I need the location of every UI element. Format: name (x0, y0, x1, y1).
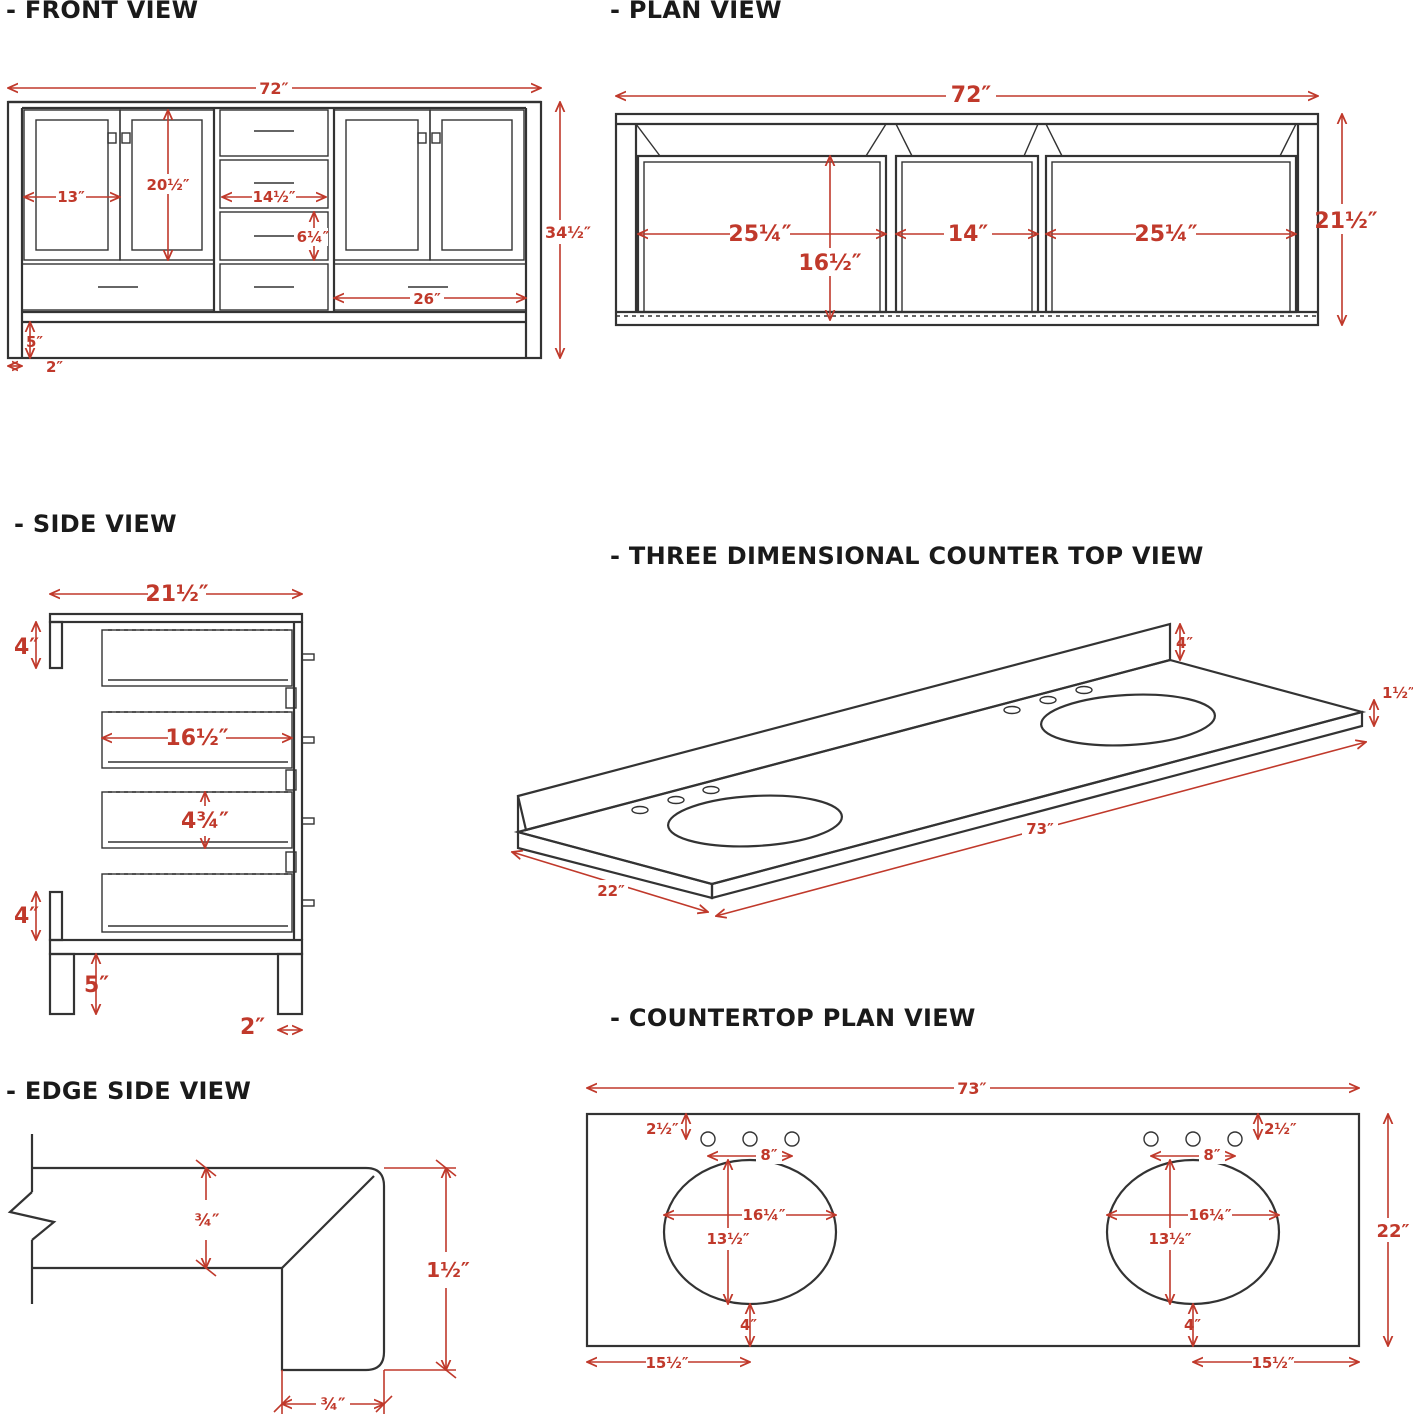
edge-top-label: ¾″ (194, 1211, 220, 1231)
side-leg-height-label: 5″ (84, 973, 109, 998)
front-width-label: 72″ (259, 79, 288, 98)
front-view-title: - FRONT VIEW (6, 0, 199, 24)
plan-left-bay-label: 25¼″ (728, 222, 791, 247)
edge-thickness-label: 1½″ (426, 1258, 470, 1282)
plan-width-label: 72″ (951, 83, 992, 108)
three-d-length-label: 73″ (1026, 820, 1054, 838)
front-drawer-height-label: 6¼″ (297, 228, 330, 246)
edge-side-drawing (7, 1134, 386, 1372)
three-d-countertop-drawing (513, 622, 1367, 900)
side-drawer-height-label: 4¾″ (181, 809, 229, 834)
ct-side-offset-right-label: 15½″ (1251, 1354, 1294, 1372)
ct-front-gap-left-label: 4″ (740, 1316, 757, 1334)
side-view-dimensions: 21½″ 4″ 4″ 16½″ 4¾″ 5″ 2″ (14, 578, 302, 1040)
plan-depth-label: 21½″ (1314, 209, 1377, 234)
plan-view-title: - PLAN VIEW (610, 0, 782, 24)
countertop-plan-view-title: - COUNTERTOP PLAN VIEW (610, 1004, 976, 1032)
edge-bottom-label: ¾″ (320, 1395, 346, 1415)
front-view-drawing (6, 100, 543, 360)
countertop-plan-dimensions: 73″ 22″ 2½″ 2½″ 8″ 8″ 16¼″ 16¼″ 13½″ 13½… (587, 1078, 1412, 1374)
ct-sink-width-left-label: 16¼″ (742, 1206, 785, 1224)
edge-side-view-title: - EDGE SIDE VIEW (6, 1077, 252, 1105)
three-d-edge-label: 1½″ (1382, 684, 1413, 702)
side-drawer-depth-label: 16½″ (165, 726, 228, 751)
ct-hole-offset-right-label: 2½″ (1264, 1120, 1297, 1138)
ct-sink-depth-left-label: 13½″ (706, 1230, 749, 1248)
front-height-label: 34½″ (545, 223, 591, 242)
plan-view-drawing (614, 112, 1320, 327)
ct-hole-spacing-right-label: 8″ (1203, 1146, 1220, 1164)
front-drawer-width-label: 14½″ (252, 188, 295, 206)
plan-view-dimensions: 72″ 21½″ 25¼″ 14″ 25¼″ 16½″ (616, 82, 1378, 325)
front-leg-width-label: 2″ (46, 358, 63, 376)
front-bottom-drawer-label: 26″ (413, 290, 441, 308)
ct-hole-offset-left-label: 2½″ (646, 1120, 679, 1138)
ct-sink-width-right-label: 16¼″ (1188, 1206, 1231, 1224)
ct-front-gap-right-label: 4″ (1184, 1316, 1201, 1334)
countertop-plan-drawing (585, 1112, 1361, 1348)
plan-bay-depth-label: 16½″ (798, 251, 861, 276)
edge-side-dimensions: ¾″ 1½″ ¾″ (194, 1159, 470, 1422)
ct-hole-spacing-left-label: 8″ (760, 1146, 777, 1164)
three-d-countertop-dimensions: 4″ 1½″ 73″ 22″ (512, 624, 1413, 916)
ct-length-label: 73″ (957, 1079, 986, 1098)
side-backsplash-top-label: 4″ (14, 635, 39, 660)
front-door-width-label: 13″ (57, 188, 85, 206)
plan-right-bay-label: 25¼″ (1134, 222, 1197, 247)
side-depth-label: 21½″ (145, 582, 208, 607)
three-d-depth-label: 22″ (597, 882, 625, 900)
side-view-drawing (48, 612, 315, 1016)
front-view-dimensions: 72″ 34½″ 13″ 20½″ 14½″ 6¼″ 26″ 5″ 2″ (8, 78, 591, 376)
three-d-view-title: - THREE DIMENSIONAL COUNTER TOP VIEW (610, 542, 1204, 570)
plan-middle-bay-label: 14″ (948, 222, 989, 247)
ct-depth-label: 22″ (1376, 1221, 1409, 1242)
side-view-title: - SIDE VIEW (14, 510, 177, 538)
side-leg-width-label: 2″ (240, 1015, 265, 1040)
ct-sink-depth-right-label: 13½″ (1148, 1230, 1191, 1248)
three-d-backsplash-label: 4″ (1176, 634, 1193, 652)
side-backsplash-bottom-label: 4″ (14, 904, 39, 929)
front-leg-height-label: 5″ (26, 333, 43, 351)
front-door-height-label: 20½″ (146, 176, 189, 194)
ct-side-offset-left-label: 15½″ (645, 1354, 688, 1372)
